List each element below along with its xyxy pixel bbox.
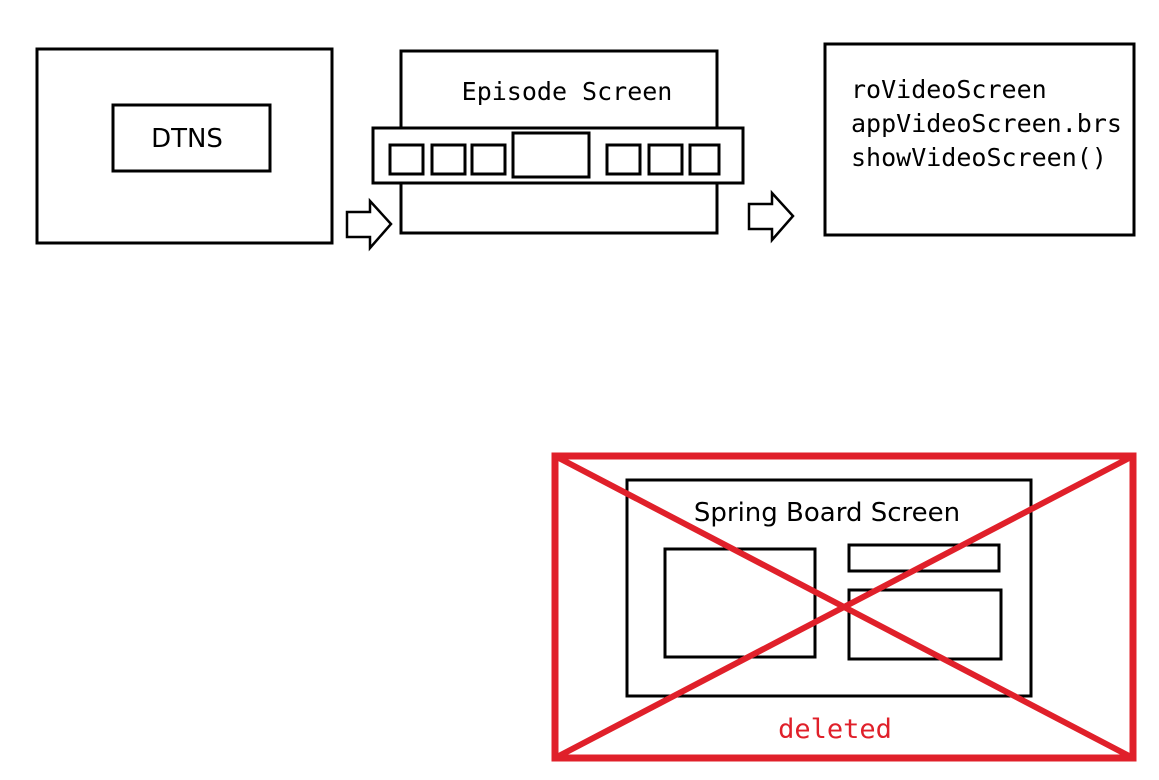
episode-thumbnail <box>388 143 425 176</box>
episode-thumbnail <box>647 143 684 176</box>
deleted-frame <box>551 452 1137 762</box>
video-screen-line: showVideoScreen() <box>851 143 1107 172</box>
episode-thumbnail <box>688 143 721 176</box>
spring-board-node: Spring Board Screen <box>625 478 1033 698</box>
deleted-cross-line <box>553 453 1135 761</box>
arrow-right-icon <box>345 197 393 252</box>
spring-board-title: Spring Board Screen <box>694 498 960 528</box>
video-screen-line: roVideoScreen <box>851 75 1047 104</box>
dtns-label-box <box>111 103 272 173</box>
episode-thumbnail-focused <box>511 131 591 179</box>
deleted-overlay: deleted <box>551 452 1137 762</box>
video-screen-line: appVideoScreen.brs <box>851 109 1122 138</box>
episode-thumbnail <box>470 143 507 176</box>
spring-board-poster-panel <box>663 547 817 659</box>
deleted-label: deleted <box>778 714 892 745</box>
episode-screen-title: Episode Screen <box>462 77 673 106</box>
video-screen-node: roVideoScreen appVideoScreen.brs showVid… <box>823 42 1136 237</box>
dtns-node: DTNS <box>35 47 334 245</box>
arrow-right-icon <box>747 189 795 244</box>
episode-screen-node: Episode Screen <box>371 49 745 235</box>
episode-thumbnail <box>430 143 467 176</box>
video-screen-box <box>823 42 1136 237</box>
episode-thumbnail <box>605 143 642 176</box>
dtns-label: DTNS <box>151 124 223 154</box>
